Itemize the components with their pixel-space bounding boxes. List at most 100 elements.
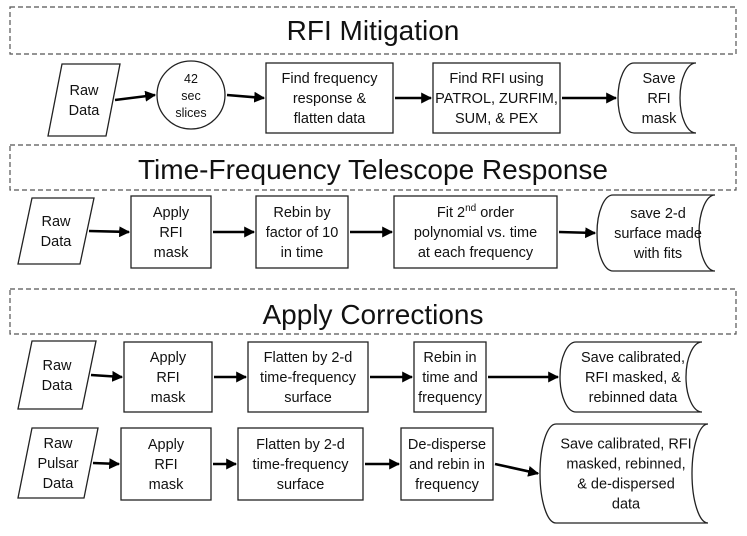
node-label-line: RFI [159, 225, 182, 241]
data-shape [17, 340, 97, 410]
flow-arrow [88, 226, 131, 238]
node-label-line: PATROL, ZURFIM, [435, 91, 558, 107]
flow-node-process: De-disperse and rebin in frequency [400, 427, 494, 501]
data-shape [17, 427, 99, 499]
flow-node-storage: Save calibrated,RFI masked, &rebinned da… [559, 341, 703, 413]
node-label-line: RFI [156, 370, 179, 386]
process-shape [130, 195, 212, 269]
node-label-line: surface [277, 477, 325, 493]
node-label-line: time and [422, 370, 478, 386]
flow-node-storage: save 2-d surface made with fits [596, 194, 716, 272]
node-label-line: Data [41, 234, 73, 250]
node-label-line: Save calibrated, [581, 350, 685, 366]
flow-arrow [494, 462, 540, 477]
node-label-line: Flatten by 2-d [256, 437, 345, 453]
node-label-line: masked, rebinned, [566, 457, 685, 473]
node-label-line: Save calibrated, RFI [560, 437, 691, 453]
node-label-line: polynomial vs. time [414, 225, 537, 241]
node-label-line: Raw [43, 436, 73, 452]
node-label-line: Raw [42, 358, 72, 374]
flow-node-process: Rebin in time and frequency [413, 341, 487, 413]
data-shape [47, 63, 121, 137]
section-title: RFI Mitigation [287, 15, 460, 46]
node-label-line: at each frequency [418, 245, 534, 261]
node-label-line: factor of 10 [266, 225, 339, 241]
node-label-line: Pulsar [37, 456, 78, 472]
process-shape [237, 427, 364, 501]
node-label-line: time-frequency [253, 457, 350, 473]
flow-arrow [92, 458, 121, 470]
flow-arrow [226, 91, 266, 103]
circle-shape [156, 60, 226, 130]
node-label-line: mask [149, 477, 184, 493]
node-label-line: Rebin by [273, 205, 331, 221]
node-label-line: 42 [184, 72, 198, 86]
process-shape [265, 62, 394, 134]
node-label-line: & de-dispersed [577, 477, 675, 493]
node-label-line: rebinned data [589, 390, 679, 406]
node-label-line: frequency [418, 390, 482, 406]
node-label-line: surface [284, 390, 332, 406]
node-label-line: frequency [415, 477, 479, 493]
storage-shape [539, 423, 709, 524]
storage-shape [617, 62, 697, 134]
node-label-line: De-disperse [408, 437, 486, 453]
node-label-line: SUM, & PEX [455, 111, 538, 127]
node-label-line: Rebin in [423, 350, 476, 366]
node-label-line: data [612, 497, 641, 513]
flow-arrow [90, 370, 124, 382]
node-label-line: Apply [150, 350, 187, 366]
flow-node-circle: 42 sec slices [156, 60, 226, 130]
node-label-line: response & [293, 91, 367, 107]
process-shape [393, 195, 558, 269]
flow-node-process: Rebin by factor of 10 in time [255, 195, 349, 269]
node-label-line: surface made [614, 226, 702, 242]
node-label-line: Raw [41, 214, 71, 230]
node-label-line: mask [151, 390, 186, 406]
node-label-line: Find frequency [282, 71, 379, 87]
process-shape [432, 62, 561, 134]
node-label-line: Data [69, 103, 101, 119]
data-shape [17, 197, 95, 265]
node-label-line: Apply [148, 437, 185, 453]
node-label-line: and rebin in [409, 457, 485, 473]
storage-shape [559, 341, 703, 413]
flow-node-storage: Save calibrated, RFI masked, rebinned, & d… [539, 423, 709, 524]
node-label-line: RFI [647, 91, 670, 107]
section-banner: Apply Corrections [9, 288, 737, 335]
node-label-line: slices [175, 106, 206, 120]
section-banner: RFI Mitigation [9, 6, 737, 55]
node-label-line: in time [281, 245, 324, 261]
node-label-line: Save [642, 71, 675, 87]
flow-arrow [558, 227, 597, 239]
section-banner: Time-Frequency Telescope Response [9, 144, 737, 191]
banner-frame [9, 6, 737, 55]
process-shape [120, 427, 212, 501]
process-shape [255, 195, 349, 269]
node-label-line: with fits [633, 246, 682, 262]
node-label-line: sec [181, 89, 200, 103]
process-shape [400, 427, 494, 501]
node-label-line: Data [43, 476, 75, 492]
node-label-line: RFI [154, 457, 177, 473]
banner-frame [9, 288, 737, 335]
process-shape [247, 341, 369, 413]
node-label-line: save 2-d [630, 206, 686, 222]
storage-shape [596, 194, 716, 272]
section-title: Apply Corrections [263, 299, 484, 330]
node-label-line: time-frequency [260, 370, 357, 386]
